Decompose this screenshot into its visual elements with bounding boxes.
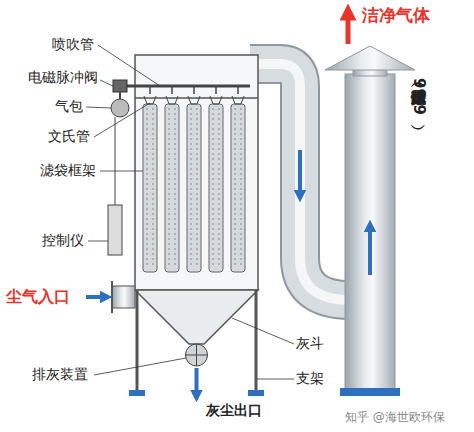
stack-note: 干净气体（除尘达99.9） [410,78,428,115]
part-name: 支架 [296,370,324,387]
controller-box [108,205,122,255]
inlet-pipe [112,281,135,313]
outlet-label: 灰尘出口 [206,402,262,419]
leader-lines [86,45,294,379]
part-name: 控制仪 [42,232,84,249]
part-name: 文氏管 [48,128,90,145]
duct-pipe [250,64,350,300]
output-title: 洁净气体 [362,5,430,25]
outlet-arrow [195,368,199,396]
discharge-valve [186,344,208,366]
blow-pipe [127,85,250,88]
inlet-label: 尘气入口 [6,287,70,306]
filter-bags [143,86,245,272]
part-name: 灰斗 [296,335,324,352]
flow-arrow [368,226,372,275]
air-header [111,99,129,117]
clean-gas-arrow [346,12,351,44]
flow-arrow [298,150,302,196]
watermark: 知乎 @海世欧环保 [345,410,445,424]
part-name: 排灰装置 [32,366,88,383]
control-wire [115,117,116,205]
part-name: 喷吹管 [52,36,94,53]
part-name: 滤袋框架 [40,162,96,179]
part-name: 气包 [55,98,83,115]
pulse-valve [113,80,127,92]
collector-body [129,55,264,396]
inlet-arrow [86,295,106,299]
part-name: 电磁脉冲阀 [28,69,98,86]
chimney-stack [325,46,415,396]
